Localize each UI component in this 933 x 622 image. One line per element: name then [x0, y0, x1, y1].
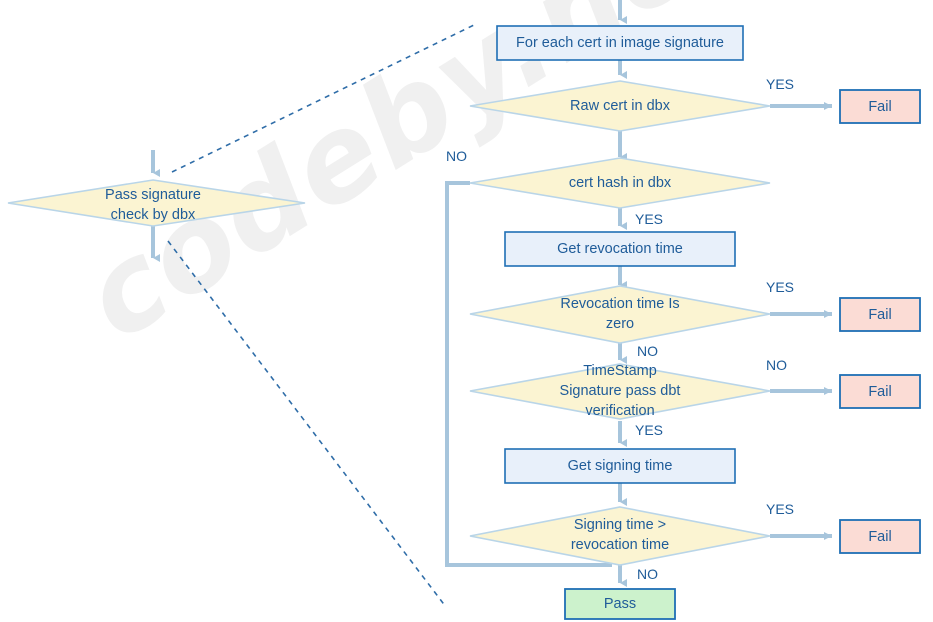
edge-label-timestamp-no: NO — [766, 357, 787, 373]
node-pass[interactable] — [564, 588, 676, 620]
node-get-revocation-time[interactable] — [504, 231, 736, 267]
callout-line-bottom — [167, 240, 447, 608]
edge-label-signing-time-no: NO — [637, 566, 658, 582]
node-cert-hash-in-dbx[interactable] — [469, 157, 771, 209]
edge-label-timestamp-yes: YES — [635, 422, 664, 438]
edge-label-revocation-zero-yes: YES — [766, 279, 795, 295]
edge-label-cert-hash-no: NO — [446, 148, 467, 164]
node-get-signing-time[interactable] — [504, 448, 736, 484]
node-signing-time-gt-revocation[interactable] — [469, 506, 771, 566]
edge-label-revocation-zero-no: NO — [637, 343, 658, 359]
node-pass-signature-check[interactable] — [7, 179, 306, 227]
node-for-each-cert[interactable] — [496, 25, 744, 61]
node-fail-1[interactable] — [839, 89, 921, 124]
node-timestamp-signature-verification[interactable] — [469, 363, 771, 420]
connector-certhash-no-loop — [445, 181, 612, 567]
edge-label-cert-hash-yes: YES — [635, 211, 664, 227]
node-fail-2[interactable] — [839, 297, 921, 332]
edge-label-signing-time-yes: YES — [766, 501, 795, 517]
node-raw-cert-in-dbx[interactable] — [469, 80, 771, 132]
node-fail-4[interactable] — [839, 519, 921, 554]
node-revocation-time-is-zero[interactable] — [469, 285, 771, 344]
callout-line-top — [171, 23, 477, 173]
node-fail-3[interactable] — [839, 374, 921, 409]
edge-label-raw-cert-yes: YES — [766, 76, 795, 92]
